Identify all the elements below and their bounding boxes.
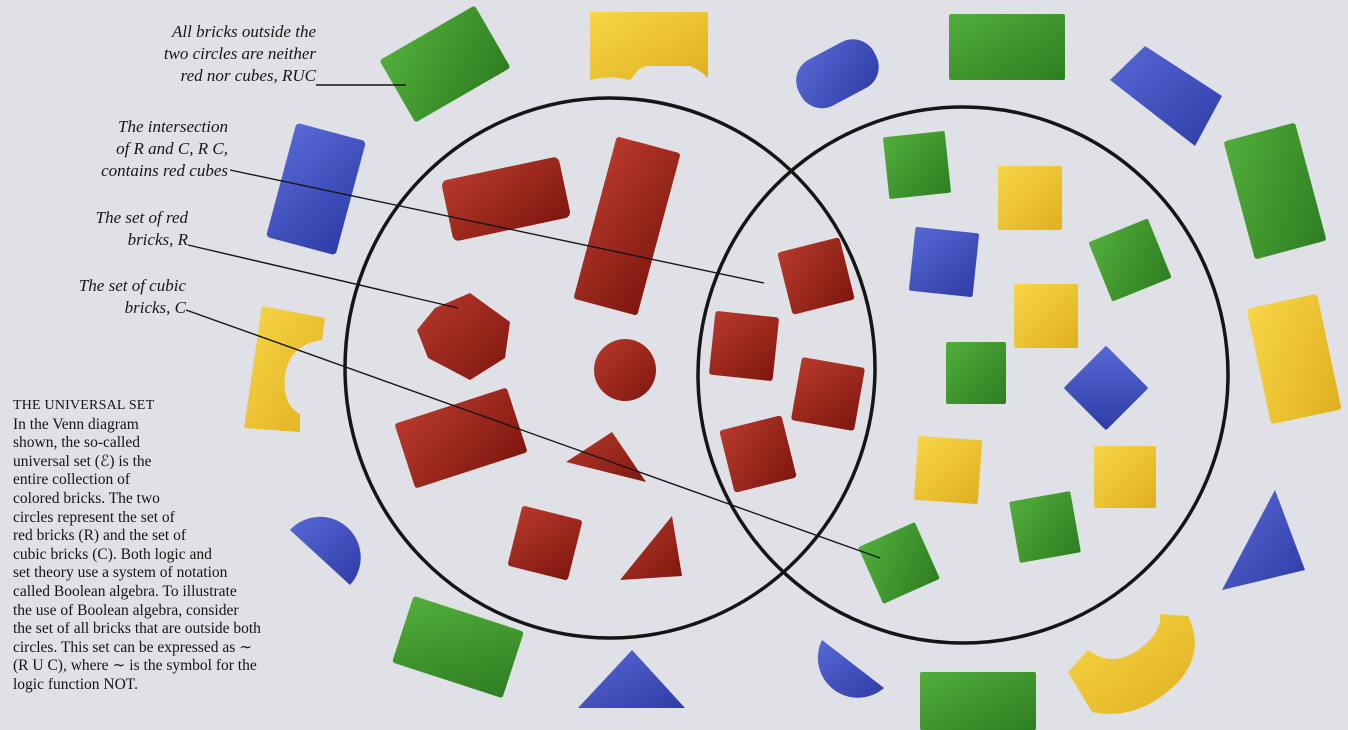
red-cube-3 bbox=[791, 357, 865, 431]
cube-blue-1 bbox=[909, 227, 979, 297]
cube-green-5 bbox=[858, 522, 940, 604]
outside-green-block-top-left bbox=[379, 5, 510, 122]
outside-blue-half-disc-bottom bbox=[818, 640, 884, 698]
outside-green-block-right bbox=[1223, 123, 1326, 260]
red-square-bottom bbox=[507, 505, 582, 580]
red-cube-4 bbox=[719, 415, 797, 493]
red-triangle-bottom bbox=[620, 516, 682, 580]
cube-blue-2 bbox=[1064, 346, 1149, 431]
caption-title: THE UNIVERSAL SET bbox=[13, 397, 373, 416]
cube-yellow-2 bbox=[1014, 284, 1078, 348]
outside-yellow-arch-top bbox=[590, 12, 708, 80]
cube-green-3 bbox=[946, 342, 1006, 404]
cube-green-1 bbox=[883, 131, 951, 199]
outside-green-block-top bbox=[949, 14, 1065, 80]
cube-green-4 bbox=[1009, 491, 1081, 563]
outside-blue-half-cylinder-top bbox=[788, 31, 887, 117]
red-triangle-middle bbox=[566, 432, 646, 482]
annotation-outside-bricks: All bricks outside the two circles are n… bbox=[60, 21, 316, 87]
cube-yellow-3 bbox=[914, 436, 982, 504]
outside-green-block-bottom bbox=[920, 672, 1036, 730]
leader-line-red-set bbox=[188, 245, 458, 308]
red-disc bbox=[594, 339, 656, 401]
outside-blue-triangle-bottom bbox=[578, 650, 685, 708]
red-hex bbox=[417, 293, 510, 380]
caption: THE UNIVERSAL SET In the Venn diagram sh… bbox=[13, 397, 373, 695]
red-block bbox=[394, 387, 527, 488]
annotation-intersection: The intersection of R and C, R C, contai… bbox=[20, 116, 228, 182]
outside-blue-prism-top-right bbox=[1110, 46, 1222, 146]
red-cube-2 bbox=[709, 311, 779, 381]
cube-yellow-1 bbox=[998, 166, 1062, 230]
red-long-block bbox=[573, 136, 680, 315]
red-cube-1 bbox=[777, 237, 855, 315]
annotation-cubic-set: The set of cubic bricks, C bbox=[20, 275, 186, 319]
outside-yellow-block-right bbox=[1247, 294, 1342, 424]
outside-blue-block-left bbox=[266, 123, 366, 256]
outside-green-block-bottom-left bbox=[392, 596, 524, 698]
cube-yellow-4 bbox=[1094, 446, 1156, 508]
outside-blue-triangle-right bbox=[1222, 490, 1305, 590]
annotation-red-set: The set of red bricks, R bbox=[20, 207, 188, 251]
caption-body: In the Venn diagram shown, the so-called… bbox=[13, 416, 373, 695]
cube-green-2 bbox=[1088, 218, 1171, 301]
outside-yellow-arch-bottom-right bbox=[1068, 614, 1195, 714]
